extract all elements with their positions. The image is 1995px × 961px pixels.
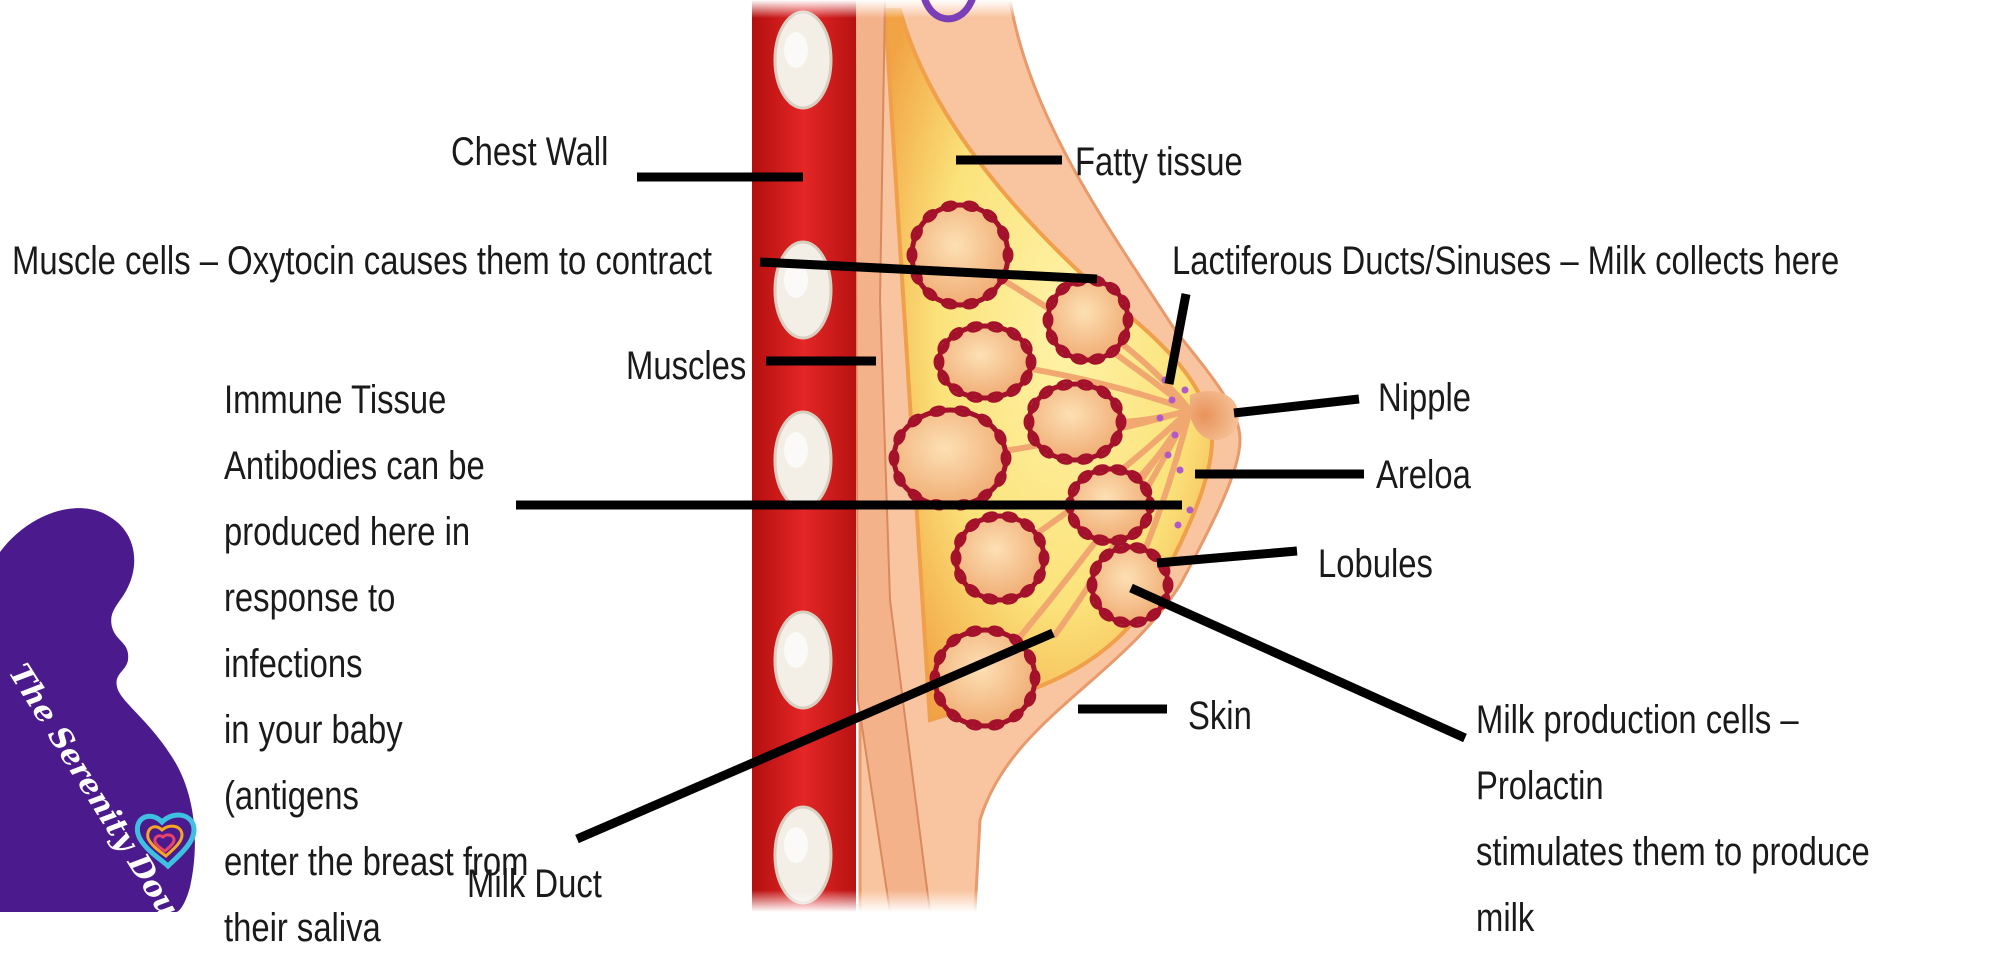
immune-line: in your baby (antigens [224, 697, 536, 829]
rib [775, 612, 831, 708]
areola-dot [1175, 522, 1182, 529]
leader-nipple [1234, 399, 1359, 413]
lobule [908, 201, 1012, 309]
label-chest-wall: Chest Wall [451, 128, 608, 176]
label-muscles: Muscles [626, 342, 746, 390]
lobule [1044, 276, 1132, 365]
label-skin: Skin [1188, 692, 1252, 740]
lobule [1088, 542, 1172, 627]
label-nipple: Nipple [1378, 374, 1471, 422]
lobule [952, 512, 1048, 605]
lobule [1025, 379, 1125, 464]
immune-line: Immune Tissue [224, 367, 536, 433]
areola-dot [1169, 397, 1176, 404]
areola-dot [1187, 507, 1194, 514]
rib [775, 12, 831, 108]
immune-line: produced here in [224, 499, 536, 565]
areola-dot [1172, 432, 1179, 439]
immune-line: enter the breast from [224, 829, 536, 895]
rib [775, 412, 831, 508]
breast-anatomy-diagram: The Serenity Doula Chest Wall Fatty tiss… [0, 0, 1995, 912]
label-immune-tissue: Immune Tissue Antibodies can be produced… [224, 367, 536, 961]
label-lactiferous: Lactiferous Ducts/Sinuses – Milk collect… [1172, 237, 1839, 285]
leader-milk-production [1131, 588, 1465, 738]
lobule [935, 321, 1035, 402]
label-lobules: Lobules [1318, 540, 1433, 588]
immune-line: their saliva [224, 895, 536, 961]
areola-dot [1157, 415, 1164, 422]
serenity-doula-logo: The Serenity Doula [0, 492, 220, 912]
lobule [890, 406, 1010, 511]
label-muscle-cells: Muscle cells – Oxytocin causes them to c… [12, 237, 712, 285]
immune-line: response to infections [224, 565, 536, 697]
label-milk-production: Milk production cells – Prolactin stimul… [1476, 687, 1919, 951]
label-areloa: Areloa [1376, 451, 1471, 499]
immune-line: Antibodies can be [224, 433, 536, 499]
areola-dot [1165, 452, 1172, 459]
label-fatty-tissue: Fatty tissue [1075, 138, 1243, 186]
milk-production-line: stimulates them to produce milk [1476, 819, 1919, 951]
rib [775, 242, 831, 338]
rib [775, 807, 831, 903]
areola-dot [1177, 467, 1184, 474]
areola-dot [1182, 387, 1189, 394]
milk-production-line: Milk production cells – Prolactin [1476, 687, 1919, 819]
